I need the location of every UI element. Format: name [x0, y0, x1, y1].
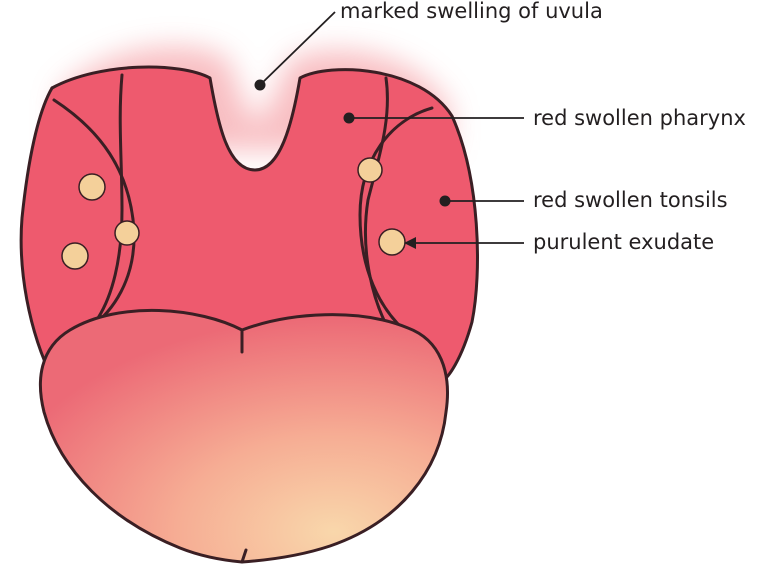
- tonsils-pointer-dot: [440, 196, 451, 207]
- exudate-spot: [62, 243, 88, 269]
- exudate-spot: [358, 158, 382, 182]
- label-purulent-exudate: purulent exudate: [533, 230, 714, 254]
- exudate-spot: [379, 229, 405, 255]
- label-red-swollen-tonsils: red swollen tonsils: [533, 188, 728, 212]
- uvula-pointer-dot: [255, 80, 266, 91]
- exudate-spot: [79, 174, 105, 200]
- pharynx-pointer-dot: [344, 113, 355, 124]
- tongue: [40, 310, 447, 562]
- label-uvula-swelling: marked swelling of uvula: [340, 0, 603, 23]
- exudate-spot: [115, 221, 139, 245]
- label-red-swollen-pharynx: red swollen pharynx: [533, 106, 746, 130]
